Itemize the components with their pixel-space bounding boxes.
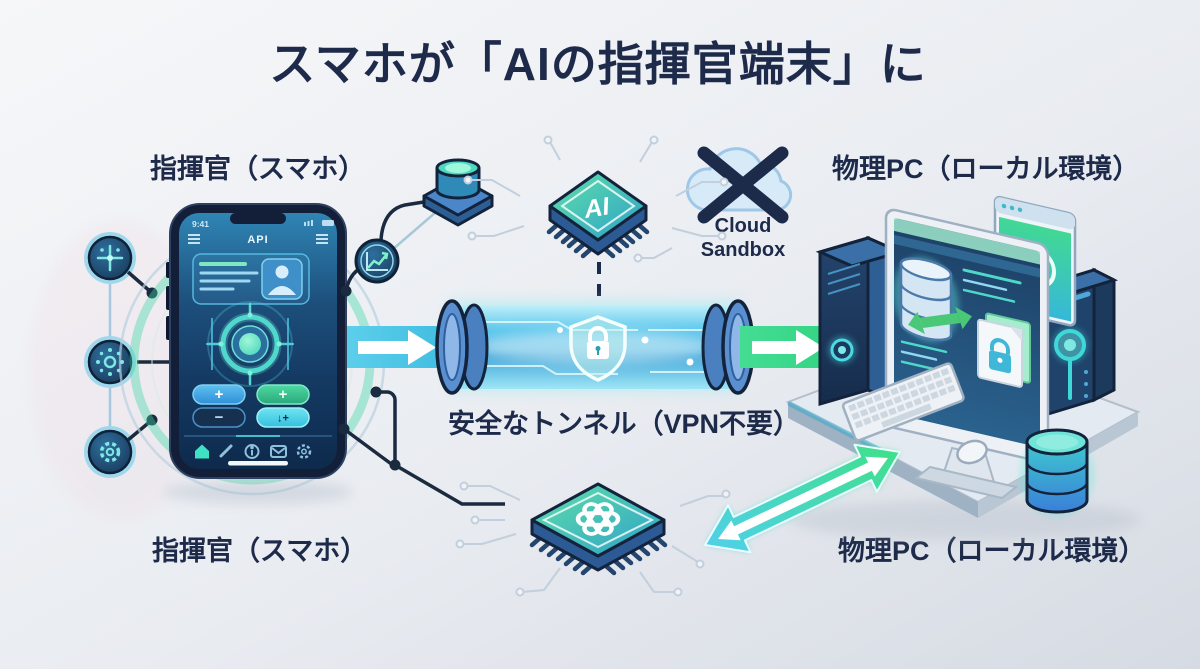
- phone-call-icon[interactable]: [219, 444, 233, 458]
- locked-file-icon: [977, 312, 1031, 388]
- connector-dot: [340, 285, 352, 297]
- llm-chip-illustration: [455, 481, 731, 597]
- top-connectors: [340, 199, 437, 297]
- cloud-trace: [633, 247, 673, 263]
- label-pc-top: 物理PC（ローカル環境）: [832, 154, 1140, 184]
- cross-x-icon: [697, 146, 789, 224]
- hamburger-menu-icon[interactable]: [188, 234, 200, 244]
- home-icon[interactable]: [195, 444, 209, 459]
- trace-terminals: [463, 135, 729, 241]
- ai-chip-illustration: AI: [463, 135, 729, 306]
- circuit-traces: [462, 485, 724, 593]
- app-title: API: [247, 234, 268, 246]
- page-title: スマホが「AIの指揮官端末」に: [269, 38, 927, 90]
- gear-icon[interactable]: [296, 444, 312, 459]
- connector-dot: [146, 414, 158, 426]
- bidirectional-arrow: [704, 443, 901, 554]
- mouse[interactable]: [954, 437, 989, 467]
- plus-button-primary[interactable]: [192, 384, 246, 405]
- connector-dot: [389, 459, 401, 471]
- arrow-head-icon: [408, 330, 436, 365]
- database-cylinder: [1019, 428, 1095, 517]
- sync-arrow-icon: [908, 306, 972, 335]
- minus-button[interactable]: [192, 407, 246, 428]
- bottom-connectors: [338, 386, 505, 506]
- merge-button-label: ↓+: [277, 413, 289, 425]
- monitor: [884, 208, 1050, 463]
- action-buttons: + + − ↓+: [192, 384, 310, 428]
- label-commander-top: 指揮官（スマホ）: [150, 153, 365, 184]
- flow-band-out: [338, 326, 454, 368]
- info-card: [192, 253, 310, 305]
- smartphone-illustration: 9:41 API: [163, 203, 353, 504]
- node-gear-icon: [84, 426, 136, 478]
- keyboard[interactable]: [841, 362, 965, 442]
- cloud-label-2: Sandbox: [701, 239, 785, 261]
- trace-terminals: [455, 481, 731, 597]
- overflow-menu-icon[interactable]: [316, 234, 328, 244]
- shield-lock-icon: [569, 315, 627, 382]
- pc-workstation-illustration: [785, 195, 1141, 540]
- arrow-shaft: [358, 341, 410, 354]
- chart-node-icon: [354, 238, 400, 284]
- ai-knot-logo-icon: [575, 502, 621, 536]
- arrow-head-icon: [796, 330, 824, 365]
- ai-chip-label: AI: [581, 192, 612, 224]
- chip-pins: [546, 222, 650, 259]
- node-crosshair-icon: [84, 232, 136, 284]
- minus-button-label: −: [215, 409, 224, 426]
- left-icon-chain: [84, 232, 172, 478]
- circuit-traces: [470, 141, 722, 237]
- label-pc-bottom: 物理PC（ローカル環境）: [838, 536, 1146, 566]
- inner-arrow-icon: [718, 456, 888, 541]
- status-time: 9:41: [192, 219, 209, 229]
- home-indicator[interactable]: [228, 461, 288, 466]
- connector-dot: [146, 287, 158, 299]
- connector-dot: [370, 386, 382, 398]
- cloud-sandbox-blocked: Cloud Sandbox: [633, 146, 793, 263]
- info-circle-icon[interactable]: [244, 444, 260, 459]
- avatar: [261, 258, 303, 300]
- merge-button[interactable]: [256, 407, 310, 428]
- joystick-control[interactable]: [206, 301, 294, 387]
- cloud-label-1: Cloud: [715, 215, 772, 237]
- arrow-shaft: [752, 341, 796, 354]
- node-sun-icon: [84, 336, 136, 388]
- plus-button-secondary[interactable]: [256, 384, 310, 405]
- database-icon: [899, 257, 953, 342]
- connector-dot: [338, 423, 350, 435]
- phone-notch: [230, 213, 286, 224]
- secure-tunnel-illustration: [435, 299, 755, 395]
- plus-button-primary-label: +: [215, 386, 224, 403]
- push-button-illustration: [422, 158, 494, 227]
- status-icons: [304, 220, 334, 226]
- tunnel-dots: [557, 327, 694, 366]
- plus-button-secondary-label: +: [279, 386, 288, 403]
- label-commander-bottom: 指揮官（スマホ）: [152, 535, 367, 566]
- bottom-nav: [195, 444, 312, 459]
- label-tunnel: 安全なトンネル（VPN不要）: [448, 408, 800, 439]
- mail-icon[interactable]: [270, 445, 287, 458]
